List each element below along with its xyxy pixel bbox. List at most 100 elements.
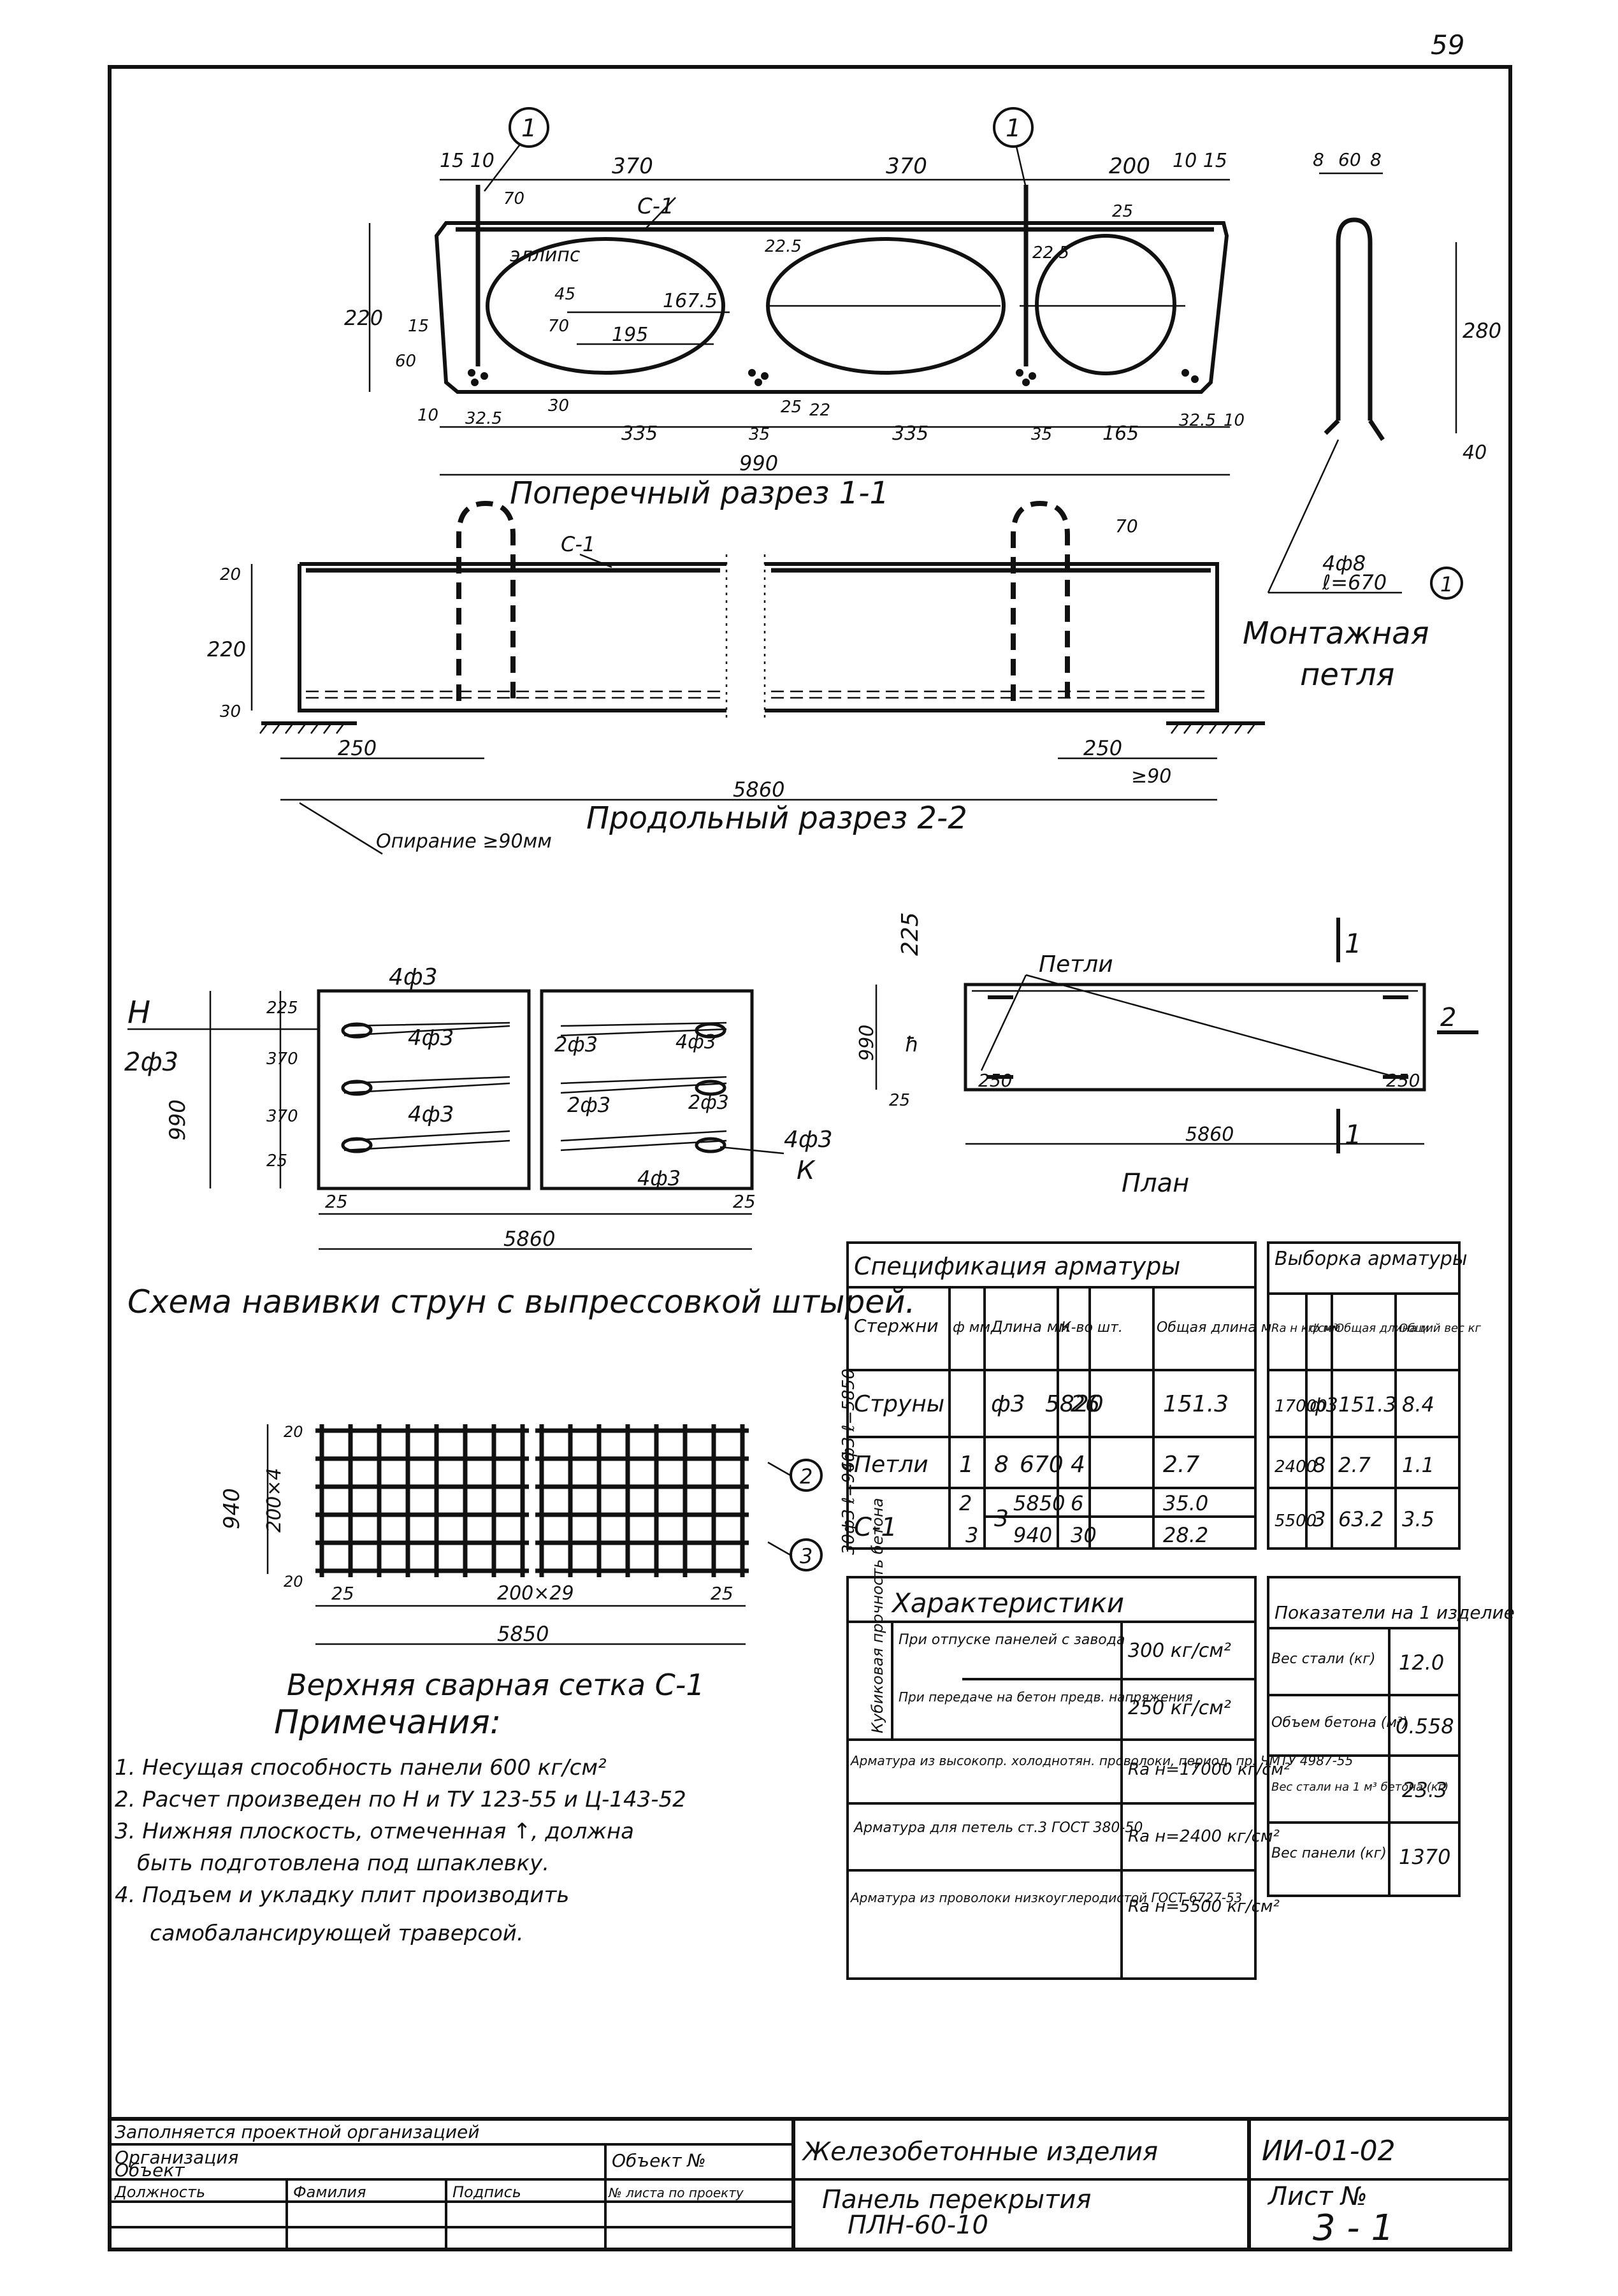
winding-label: 4ф3 xyxy=(675,1031,716,1053)
plan-offset: 250 xyxy=(1386,1070,1420,1091)
dim-label: 335 xyxy=(621,422,658,445)
indicators-border xyxy=(1267,1576,1461,1897)
tb-object: Объект xyxy=(115,2160,185,2181)
cross-section-title: Поперечный разрез 1-1 xyxy=(510,475,889,511)
spec-cell: 28.2 xyxy=(1163,1523,1208,1547)
selection-header: Rа н кг/см² xyxy=(1271,1322,1338,1335)
outer-frame xyxy=(108,65,1512,2251)
selection-cell: 3.5 xyxy=(1402,1507,1434,1531)
spec-cell: 26 xyxy=(1071,1391,1100,1417)
mark-balloon xyxy=(790,1459,823,1492)
spec-title: Спецификация арматуры xyxy=(854,1252,1180,1280)
dim-label: 60 xyxy=(395,352,416,371)
tb-col-signature: Подпись xyxy=(452,2183,521,2201)
long-loop-height: 70 xyxy=(1115,516,1138,537)
indicator-value: 0.558 xyxy=(1396,1714,1454,1738)
bar2-mark: 2 xyxy=(800,1464,813,1489)
mesh-pitch: 200×29 xyxy=(497,1582,574,1605)
spec-cell: 5850 xyxy=(1013,1491,1065,1515)
leader-line xyxy=(579,553,612,568)
indicator-label: Вес стали (кг) xyxy=(1271,1651,1375,1667)
selection-table-border xyxy=(1267,1241,1461,1550)
loop-dim: 60 xyxy=(1338,149,1361,170)
long-title: Продольный разрез 2-2 xyxy=(586,800,967,836)
dim-label: 370 xyxy=(612,154,653,179)
leader-line xyxy=(1267,439,1340,593)
left-dim: 225 xyxy=(266,999,298,1018)
char-side: Кубиковая прочность бетона xyxy=(869,1498,886,1733)
loop-mark: 1 xyxy=(1440,572,1453,596)
page-number: 59 xyxy=(1431,29,1464,61)
mark-balloon xyxy=(993,107,1034,148)
selection-header: ф мм xyxy=(1310,1322,1340,1335)
loop-dim: 8 xyxy=(1313,149,1324,170)
dim-label: 22 xyxy=(809,401,830,420)
longitudinal-section: 220 20 30 С-1 70 250 250 ≥90 5860 Продол… xyxy=(207,500,1265,855)
title-block: Заполняется проектной организацией Орган… xyxy=(110,2117,1510,2249)
plan-outline xyxy=(964,983,1426,1092)
support-note: Опирание ≥90мм xyxy=(376,830,552,853)
loop-tail: 40 xyxy=(1463,442,1487,464)
loop-hook xyxy=(1324,419,1340,435)
selection-cell: 8 xyxy=(1313,1453,1325,1477)
mesh-title: Верхняя сварная сетка С-1 xyxy=(287,1668,705,1702)
mesh-right-grid xyxy=(535,1424,749,1577)
spec-cell: ф3 xyxy=(991,1391,1025,1417)
selection-cell: 2400 xyxy=(1275,1457,1317,1477)
tb-sheet-no: 3 - 1 xyxy=(1313,2207,1394,2249)
mesh-top-off: 20 xyxy=(284,1573,303,1591)
plan-width: 990 xyxy=(856,1025,878,1061)
mesh-length: 5850 xyxy=(497,1622,549,1646)
plan-offset: 250 xyxy=(978,1070,1012,1091)
leader-line xyxy=(980,974,1027,1071)
mark-balloon xyxy=(1430,567,1463,600)
long-top-dim: 20 xyxy=(220,565,241,584)
dim-label: 167.5 xyxy=(663,290,718,312)
spec-cell: 35.0 xyxy=(1163,1491,1208,1515)
plan-h-label: ħ xyxy=(905,1032,919,1057)
char-value: 300 кг/см² xyxy=(1128,1640,1231,1662)
note-line: быть подготовлена под шпаклевку. xyxy=(137,1851,549,1876)
cross-section: 1 1 15 10 370 370 200 10 15 С-1 эллипс 1… xyxy=(344,107,1245,511)
winding-label: 4ф3 xyxy=(389,964,438,990)
char-label: При передаче на бетон предв. напряжения xyxy=(899,1689,1193,1705)
support-hatch xyxy=(259,723,1256,734)
tb-filled-by: Заполняется проектной организацией xyxy=(115,2121,479,2142)
mesh-edge: 25 xyxy=(331,1583,354,1604)
char-label: Арматура для петель ст.3 ГОСТ 380-50 xyxy=(853,1820,1143,1836)
winding-length: 5860 xyxy=(503,1227,555,1251)
indicators-table: Показатели на 1 изделие Вес стали (кг) 1… xyxy=(1267,1576,1515,1897)
note-line: 2. Расчет произведен по Н и ТУ 123-55 и … xyxy=(115,1787,686,1812)
char-label: Арматура из проволоки низкоуглеродистой … xyxy=(849,1890,1242,1905)
dim-label: 35 xyxy=(1031,425,1052,444)
char-value: Rа н=17000 кг/см² xyxy=(1128,1760,1290,1779)
plan-cut: 1 xyxy=(1345,928,1362,959)
plan-loops-caption: Петли xyxy=(1039,951,1113,978)
loop-title-2: петля xyxy=(1300,657,1394,693)
dim-label: 10 15 xyxy=(1173,150,1227,172)
loop-bar xyxy=(1336,217,1373,421)
leader-line xyxy=(299,802,383,855)
selection-cell: 8.4 xyxy=(1402,1392,1434,1417)
spec-cell: 940 xyxy=(1013,1523,1052,1547)
selection-header: Общий вес кг xyxy=(1399,1322,1482,1335)
spec-cell: 151.3 xyxy=(1163,1391,1229,1417)
dim-label: 200 xyxy=(1109,154,1150,179)
selection-cell: 63.2 xyxy=(1338,1507,1383,1531)
dim-label: 32.5 xyxy=(465,409,502,428)
char-label: При отпуске панелей с завода xyxy=(899,1632,1125,1648)
mark-balloon xyxy=(790,1538,823,1571)
indicator-value: 23.3 xyxy=(1402,1778,1447,1802)
mesh-label: С-1 xyxy=(637,194,674,219)
ellipse-label: эллипс xyxy=(510,244,581,266)
selection-cell: 3 xyxy=(1313,1507,1325,1531)
spec-cell: 8 xyxy=(994,1452,1009,1478)
tb-col-sheets: № листа по проекту xyxy=(608,2185,744,2200)
spec-table-border xyxy=(846,1241,1257,1550)
dim-label: 10 xyxy=(1224,411,1245,430)
indicator-value: 1370 xyxy=(1399,1845,1450,1869)
dim-label: 370 xyxy=(886,154,927,179)
characteristics-table: Характеристики Кубиковая прочность бетон… xyxy=(846,1498,1353,1980)
bar3-mark: 3 xyxy=(800,1544,813,1568)
winding-title: Схема навивки струн с выпрессовкой штыре… xyxy=(127,1283,915,1320)
